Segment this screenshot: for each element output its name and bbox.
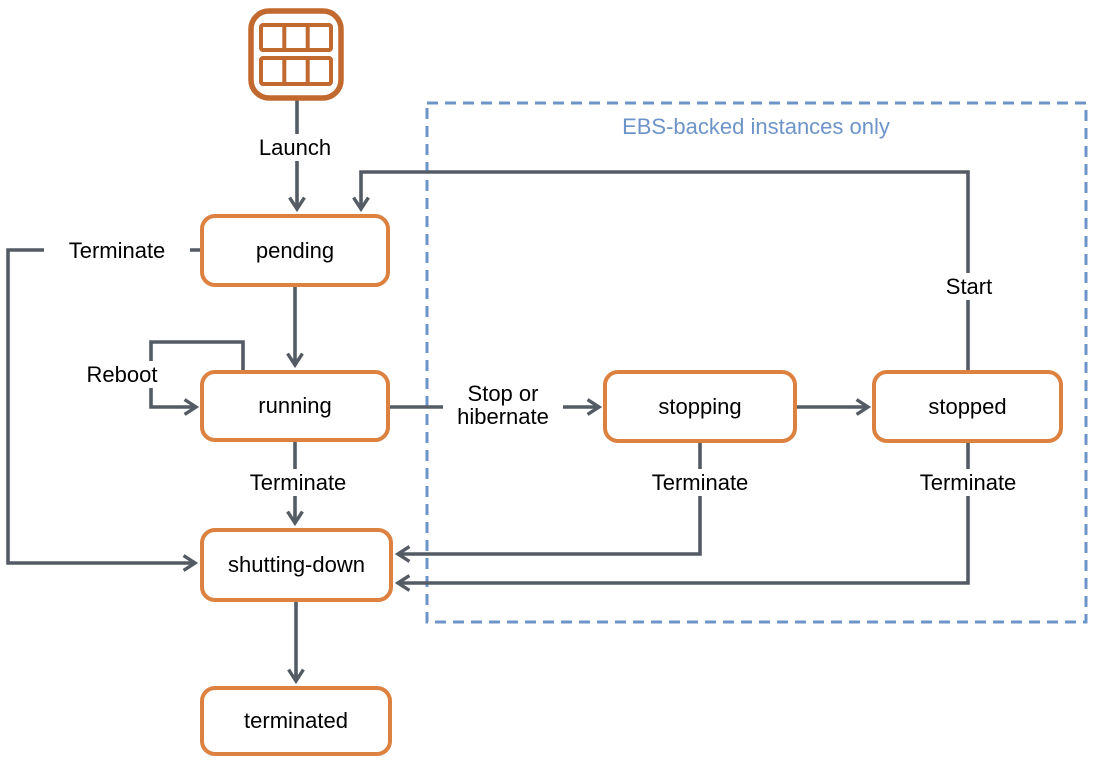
state-node-terminated: terminated [200,686,392,756]
state-label: shutting-down [228,552,365,577]
edge-terminate-stopping [398,443,702,554]
edge-reboot-loop [149,340,245,407]
edge-start [361,170,970,370]
state-label: terminated [244,708,348,733]
edge-label-start: Start [932,273,1006,301]
edge-label-terminate-running: Terminate [225,469,371,497]
state-node-pending: pending [200,214,390,287]
state-label: running [258,393,332,418]
edge-label-reboot: Reboot [78,361,166,389]
edge-label-terminate-stopping: Terminate [627,469,773,497]
edge-label-launch: Launch [250,134,340,162]
state-node-stopping: stopping [603,370,797,443]
state-label: pending [255,237,335,263]
state-node-running: running [200,370,390,442]
ami-grid-icon [248,8,344,101]
ebs-region-title: EBS-backed instances only [606,114,906,140]
edge-label-terminate-pending: Terminate [44,237,190,265]
edge-label-terminate-stopped: Terminate [895,469,1041,497]
state-label: stopped [928,393,1007,419]
ebs-region-boundary [425,101,1088,624]
state-label: stopping [658,393,742,419]
edge-label-stop-or-hibernate: Stop or hibernate [443,380,563,431]
state-node-stopped: stopped [872,370,1063,443]
edge-terminate-stopped [398,443,970,583]
state-node-shutting-down: shutting-down [200,528,393,602]
